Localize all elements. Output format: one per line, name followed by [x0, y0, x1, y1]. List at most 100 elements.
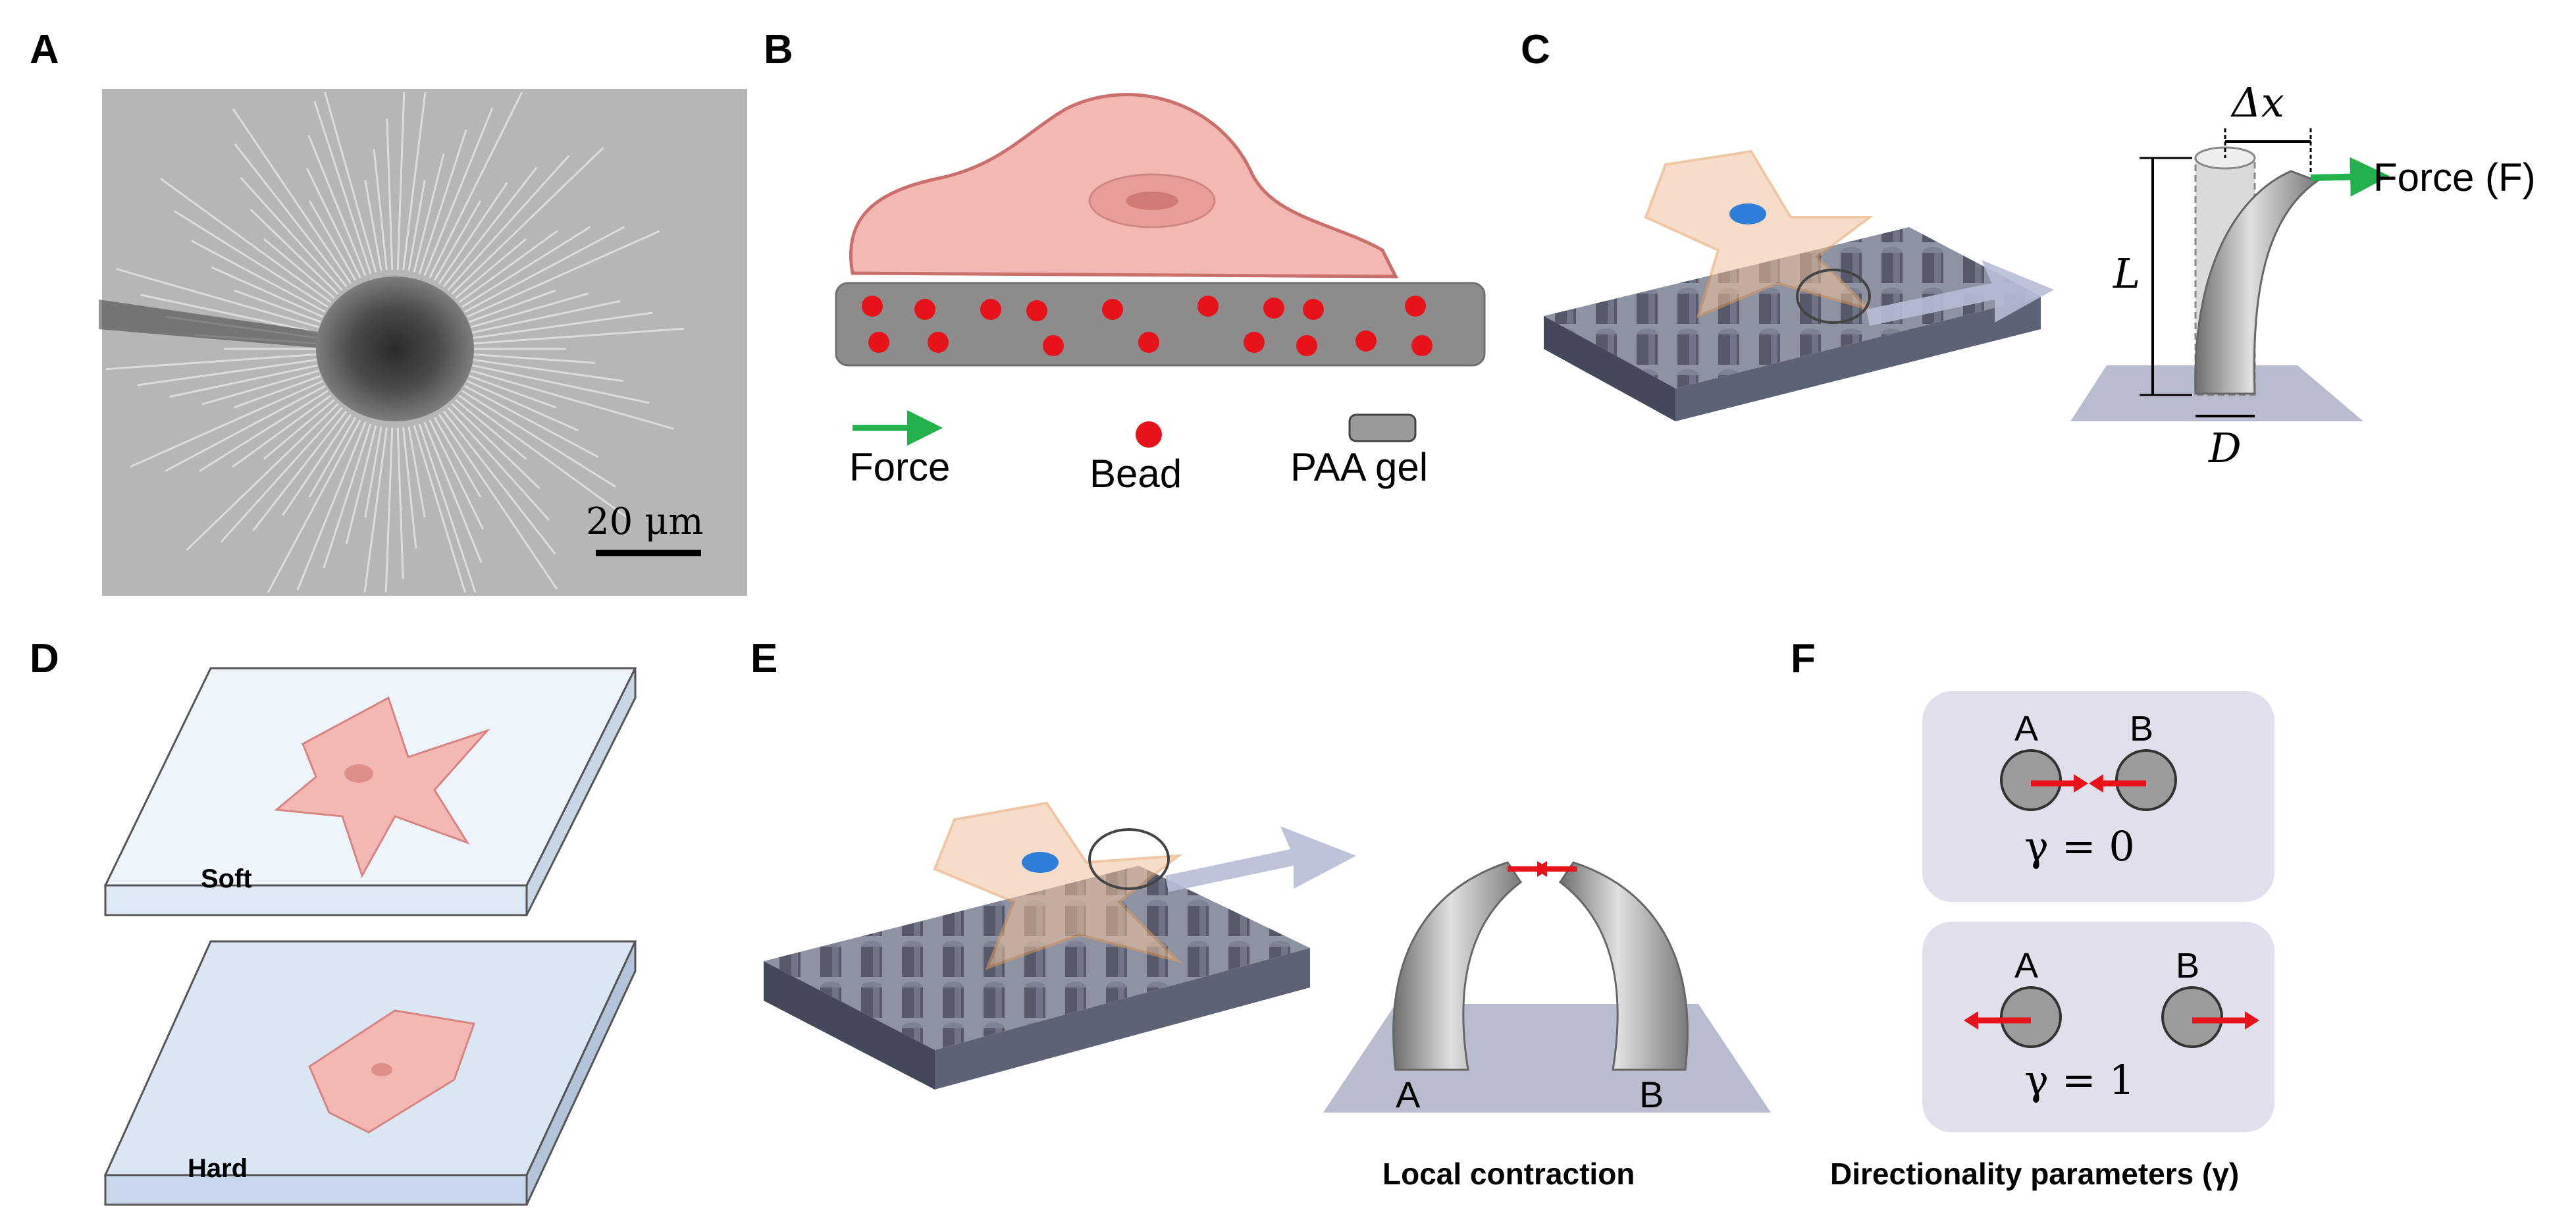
post-a: [1392, 861, 1523, 1071]
post-b-label: B: [1639, 1074, 1664, 1115]
gamma-1-label: γ = 1: [2024, 1056, 2135, 1104]
scale-bar-label: 20 μm: [586, 500, 704, 543]
fiber-line: [442, 167, 538, 288]
fiber-line: [240, 176, 343, 291]
bead: [868, 332, 889, 353]
nucleolus: [1126, 192, 1178, 210]
fiber-line: [324, 92, 377, 273]
fiber-line: [116, 268, 320, 329]
highlight-circle-e: [1088, 828, 1170, 890]
fiber-line: [473, 327, 685, 345]
bead: [914, 299, 935, 320]
fiber-line: [308, 417, 357, 498]
panel-d: [103, 667, 637, 1206]
fiber-line: [464, 226, 625, 313]
cell-nucleus: [1729, 203, 1766, 224]
pillar-array: [1544, 227, 2041, 388]
fiber-line: [296, 421, 367, 591]
bead: [1043, 335, 1064, 356]
fiber-line: [451, 147, 604, 295]
fiber-line: [447, 155, 570, 291]
cell-body: [316, 276, 474, 421]
fiber-line: [461, 226, 591, 308]
bead: [1138, 332, 1159, 353]
fiber-line: [469, 289, 556, 323]
fiber-line: [396, 427, 404, 579]
fiber-line: [464, 385, 599, 458]
fiber-line: [433, 200, 482, 281]
fiber-line: [364, 426, 382, 518]
fiber-line: [232, 108, 352, 284]
fiber-line: [386, 118, 394, 271]
fiber-line: [252, 410, 348, 531]
length-label: L: [2113, 250, 2141, 298]
f-top-a: A: [2014, 709, 2039, 749]
bead: [1244, 332, 1265, 353]
fiber-line: [267, 419, 361, 593]
panel-f: [1922, 691, 2274, 1132]
fiber-line: [169, 364, 318, 398]
fiber-line: [250, 209, 339, 295]
panel-label-f: F: [1791, 636, 1816, 681]
caption-local-contraction: Local contraction: [1382, 1157, 1635, 1191]
f-bottom-b: B: [2176, 946, 2200, 986]
panel-c: [1544, 128, 2390, 421]
bead: [1263, 298, 1284, 319]
bead: [1405, 296, 1426, 317]
bead: [1355, 330, 1377, 352]
fiber-line: [418, 129, 467, 275]
fiber-line: [137, 359, 317, 386]
fiber-line: [234, 143, 348, 288]
fiber-line: [458, 394, 630, 520]
fiber-line: [413, 425, 466, 593]
fiber-line: [140, 294, 318, 334]
fiber-line: [473, 311, 653, 339]
fiber-line: [433, 417, 482, 498]
bead: [928, 332, 949, 353]
fiber-line: [308, 200, 357, 281]
bead: [1197, 296, 1219, 317]
fiber-line: [438, 182, 508, 284]
pillar-array-e: [764, 866, 1310, 1050]
zoom-arrow: [1866, 260, 2054, 326]
fiber-line: [307, 134, 367, 276]
fiber-line: [473, 353, 596, 364]
post-a-label: A: [1396, 1074, 1421, 1115]
post-b: [1558, 861, 1689, 1071]
hard-label: Hard: [188, 1154, 248, 1183]
fiber-line: [191, 240, 326, 313]
caption-directionality: Directionality parameters (γ): [1830, 1157, 2240, 1191]
fiber-line: [234, 289, 321, 323]
pipette-shadow: [99, 300, 369, 352]
fiber-line: [429, 419, 485, 530]
f-bottom-a: A: [2014, 946, 2039, 986]
fiber-line: [423, 107, 494, 276]
beads: [862, 296, 1433, 356]
fiber-line: [402, 427, 417, 549]
fiber-line: [282, 413, 352, 516]
fiber-line: [232, 394, 332, 468]
fiber-line: [105, 353, 317, 371]
fiber-line: [454, 238, 527, 300]
fiber-line: [469, 375, 556, 409]
legend-gel-label: PAA gel: [1290, 445, 1429, 489]
fiber-line: [130, 380, 323, 468]
fiber-line: [454, 398, 527, 460]
bead: [980, 299, 1001, 320]
fiber-line: [458, 230, 558, 303]
fiber-line: [402, 92, 427, 271]
fiber-line: [174, 210, 329, 308]
fiber-line: [263, 238, 336, 300]
scale-bar: [596, 550, 701, 556]
fiber-line: [234, 375, 321, 409]
bead: [1102, 299, 1123, 320]
cell-on-pillars-e: [933, 801, 1183, 970]
highlight-circle: [1796, 269, 1871, 324]
panel-a: [99, 89, 747, 596]
fiber-line: [413, 153, 445, 273]
fiber-line: [467, 230, 660, 318]
fiber-line: [305, 168, 361, 278]
cell-protrusions: [105, 92, 685, 593]
fiber-line: [263, 398, 336, 460]
